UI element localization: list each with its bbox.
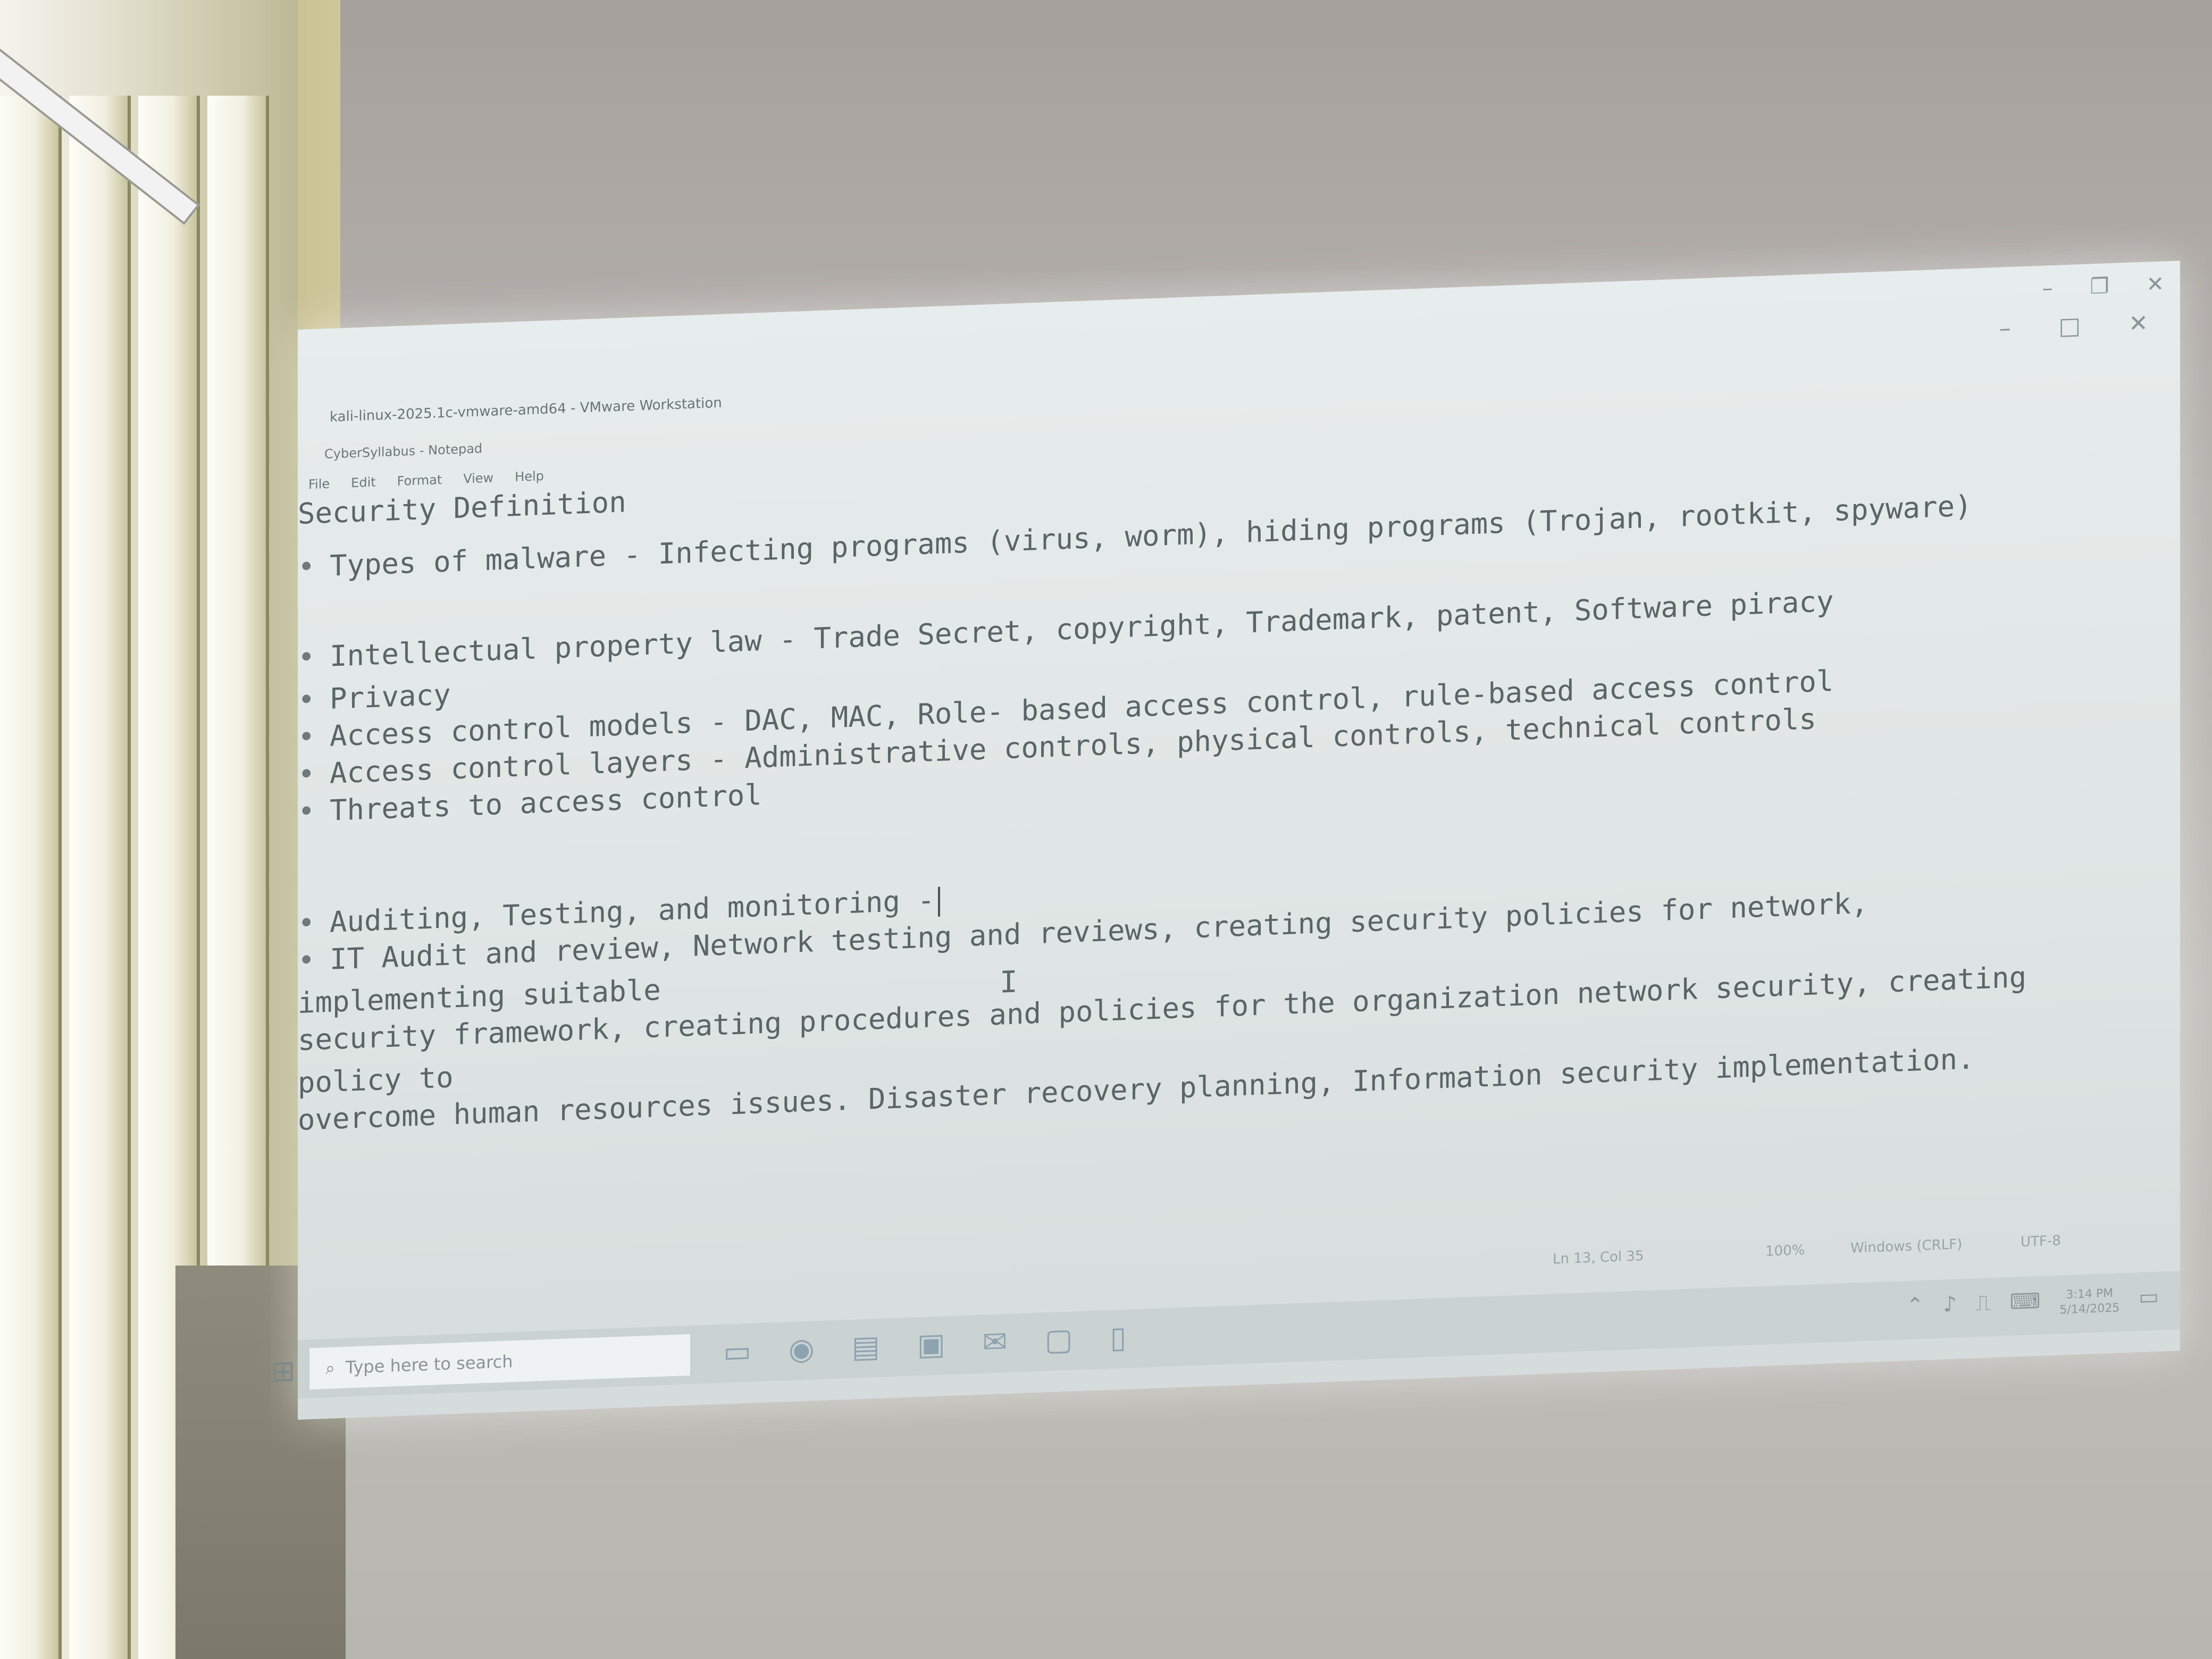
windows-start-icon[interactable]: ⊞ — [271, 1354, 296, 1388]
blind-slat — [0, 96, 62, 1659]
store-icon[interactable]: ▣ — [917, 1327, 945, 1363]
task-view-icon[interactable]: ▭ — [723, 1334, 751, 1370]
search-placeholder: Type here to search — [345, 1351, 513, 1378]
restore-icon[interactable]: ❐ — [2090, 274, 2109, 299]
speaker-icon[interactable]: ♪ — [1943, 1292, 1957, 1317]
notifications-icon[interactable]: ▭ — [2139, 1284, 2159, 1310]
text-line: overcome human resources issues. Disaste… — [298, 1042, 1975, 1137]
mail-icon[interactable]: ✉ — [982, 1325, 1008, 1360]
taskbar-search-input[interactable]: ⌕ Type here to search — [308, 1333, 691, 1391]
bullet-icon: • — [298, 719, 315, 754]
menu-view[interactable]: View — [463, 470, 494, 487]
minimize-icon[interactable]: – — [1999, 314, 2011, 342]
system-clock[interactable]: 3:14 PM 5/14/2025 — [2059, 1286, 2119, 1318]
bullet-icon: • — [298, 943, 315, 977]
file-explorer-icon[interactable]: ▤ — [851, 1329, 880, 1365]
system-tray: ⌃ ♪ ⎍ ⌨ 3:14 PM 5/14/2025 ▭ — [1906, 1285, 2159, 1323]
bullet-icon: • — [298, 906, 315, 940]
app-icon[interactable]: ▢ — [1044, 1322, 1073, 1358]
text-caret — [937, 887, 940, 917]
vm-window-title: kali-linux-2025.1c-vmware-amd64 - VMware… — [330, 395, 722, 425]
search-icon: ⌕ — [325, 1357, 335, 1378]
window-blinds — [0, 0, 298, 1659]
bullet-icon: • — [298, 549, 315, 584]
taskbar-app-icons: ▭ ◉ ▤ ▣ ✉ ▢ ▯ — [723, 1320, 1126, 1370]
chevron-up-icon[interactable]: ⌃ — [1906, 1293, 1924, 1319]
bullet-icon: • — [298, 682, 315, 717]
menu-edit[interactable]: Edit — [351, 474, 376, 491]
notepad-icon[interactable]: ▯ — [1110, 1320, 1127, 1355]
clock-time: 3:14 PM — [2066, 1286, 2114, 1302]
minimize-icon[interactable]: – — [2042, 275, 2053, 301]
network-icon[interactable]: ⎍ — [1975, 1291, 1991, 1316]
text-line: •Intellectual property law - Trade Secre… — [298, 582, 1833, 677]
notepad-window-controls: – □ ✕ — [1999, 309, 2148, 342]
vm-window-controls: – ❐ ✕ — [2042, 272, 2164, 300]
notepad-text-area[interactable]: Security Definition •Types of malware - … — [298, 425, 2180, 1281]
menu-file[interactable]: File — [308, 476, 330, 492]
projected-screen: kali-linux-2025.1c-vmware-amd64 - VMware… — [271, 261, 2180, 1420]
status-encoding: UTF-8 — [2021, 1233, 2061, 1251]
bullet-icon: • — [298, 794, 315, 828]
maximize-icon[interactable]: □ — [2058, 312, 2081, 340]
vm-titlebar: kali-linux-2025.1c-vmware-amd64 - VMware… — [298, 261, 2180, 425]
ibeam-cursor-icon: I — [1000, 965, 1018, 1000]
bullet-icon: • — [298, 640, 315, 674]
blind-slat — [69, 96, 131, 1659]
bullet-icon: • — [298, 757, 315, 791]
close-icon[interactable]: ✕ — [2129, 309, 2148, 338]
menu-help[interactable]: Help — [515, 468, 544, 485]
status-line-ending: Windows (CRLF) — [1850, 1236, 1963, 1256]
edge-icon[interactable]: ◉ — [788, 1331, 815, 1368]
notepad-title: CyberSyllabus - Notepad — [324, 441, 483, 462]
close-icon[interactable]: ✕ — [2146, 272, 2164, 297]
clock-date: 5/14/2025 — [2059, 1301, 2120, 1317]
status-position: Ln 13, Col 35 — [1553, 1248, 1644, 1268]
status-zoom: 100% — [1765, 1242, 1805, 1260]
language-icon[interactable]: ⌨ — [2009, 1288, 2041, 1314]
menu-format[interactable]: Format — [397, 472, 442, 489]
